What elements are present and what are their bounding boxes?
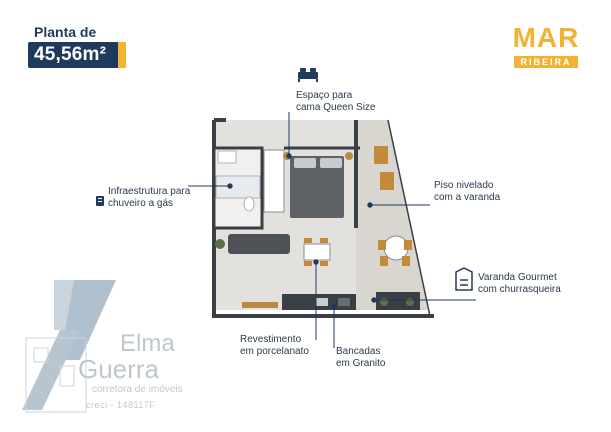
balcony-lounger-2 xyxy=(380,172,394,190)
balcony-chair-1 xyxy=(378,240,386,250)
label-bed: Espaço para cama Queen Size xyxy=(296,90,376,113)
marker-gourmet xyxy=(371,297,377,303)
area-value: 45,56m² xyxy=(34,44,107,65)
dining-table xyxy=(303,243,331,261)
pillow-left xyxy=(294,158,316,168)
cooktop xyxy=(338,298,350,306)
balcony-chair-2 xyxy=(404,240,412,250)
logo-sub: RIBEIRA xyxy=(514,56,578,68)
marker-floor xyxy=(367,202,373,208)
bed-icon xyxy=(298,68,318,82)
sofa xyxy=(228,234,290,254)
area-badge: 45,56m² xyxy=(28,42,126,68)
balcony-floor xyxy=(296,120,428,310)
balcony-chair-4 xyxy=(402,256,410,266)
kitchen-sink xyxy=(316,298,328,306)
marker-counters xyxy=(331,303,337,309)
heater-icon xyxy=(96,196,104,206)
watermark-last-name: Guerra xyxy=(78,354,159,384)
chair-3 xyxy=(304,261,312,266)
side-plant xyxy=(215,239,225,249)
pillow-right xyxy=(320,158,342,168)
marker-shower xyxy=(227,183,233,189)
logo-brand: MAR xyxy=(512,22,580,53)
shower-area xyxy=(215,175,261,199)
balcony-plant-2 xyxy=(406,298,414,306)
balcony-chair-3 xyxy=(380,256,388,266)
label-counters: Bancadas em Granito xyxy=(336,346,386,369)
vanity xyxy=(217,150,237,164)
label-floor: Piso nivelado com a varanda xyxy=(434,180,501,203)
toilet xyxy=(243,196,255,212)
closet xyxy=(263,149,285,213)
chair-2 xyxy=(320,238,328,243)
balcony-lounger-1 xyxy=(374,146,388,164)
watermark-logo-shape xyxy=(22,280,116,413)
chair-1 xyxy=(304,238,312,243)
label-tiles: Revestimento em porcelanato xyxy=(240,334,309,357)
marker-tiles xyxy=(313,259,319,265)
marker-bed xyxy=(286,153,292,159)
bed xyxy=(290,156,344,218)
brand-logo: MAR RIBEIRA xyxy=(506,22,586,72)
wood-shelf xyxy=(242,302,278,308)
nightstand-plant-right xyxy=(345,152,353,160)
plan-title: Planta de xyxy=(34,24,97,40)
area-accent xyxy=(118,42,126,68)
watermark-tagline: corretora de imóveis xyxy=(92,384,183,395)
grill-icon xyxy=(455,267,473,291)
label-gourmet: Varanda Gourmet com churrasqueira xyxy=(478,272,561,295)
watermark: Elma Guerra corretora de imóveis creci -… xyxy=(20,270,200,420)
label-shower: Infraestrutura para chuveiro a gás xyxy=(108,186,191,209)
watermark-creci: creci - 148117F xyxy=(86,400,156,410)
balcony-plant-1 xyxy=(380,298,388,306)
balcony-edge xyxy=(387,119,431,317)
watermark-first-name: Elma xyxy=(120,330,175,357)
chair-4 xyxy=(320,261,328,266)
